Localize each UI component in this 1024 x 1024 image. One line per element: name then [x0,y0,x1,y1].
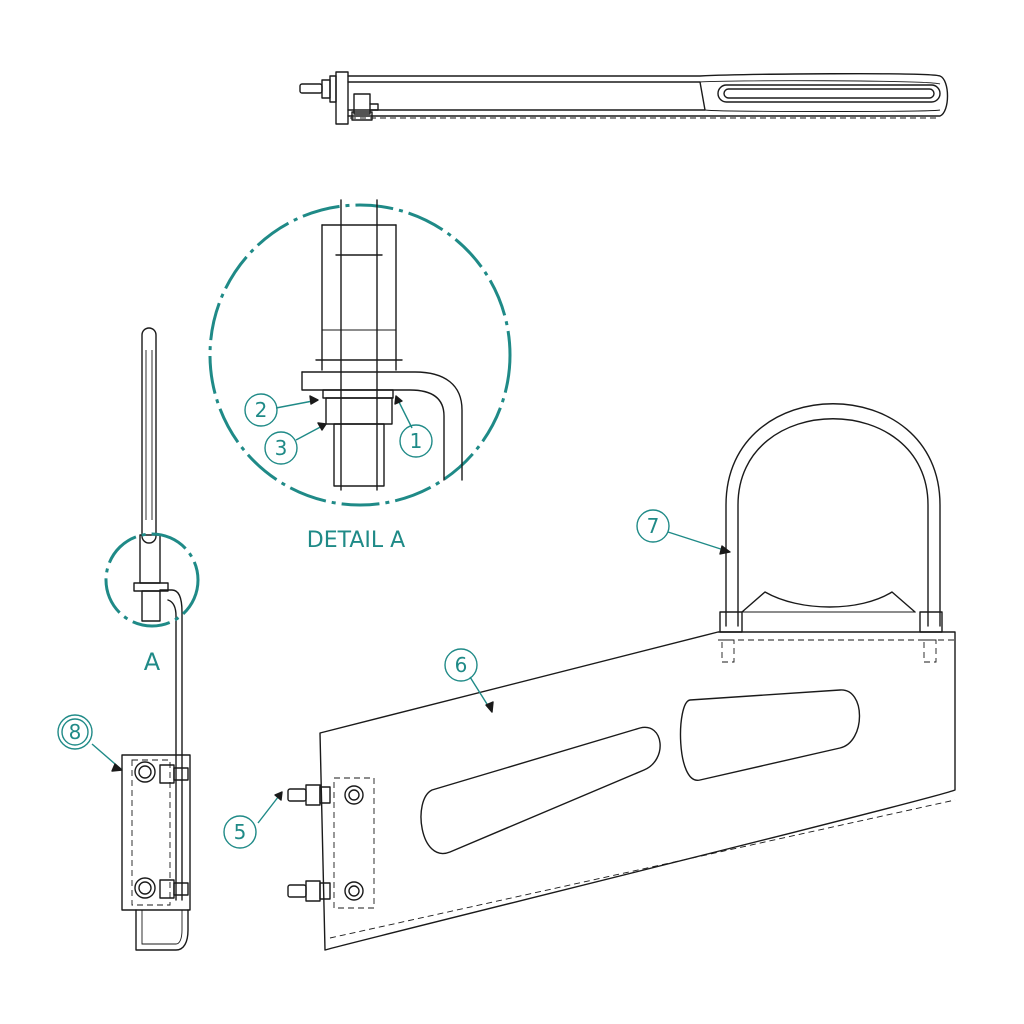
detail-a-boundary [208,203,512,507]
callout-5: 5 [223,815,257,849]
callout-8-label: 8 [69,720,82,744]
callout-2-label: 2 [255,398,268,422]
callout-1: 1 [399,424,433,458]
detail-a-view [208,199,512,507]
isometric-view [287,403,956,951]
callout-6: 6 [444,648,478,682]
callout-6-label: 6 [455,653,468,677]
callout-5-label: 5 [234,820,247,844]
callout-7-label: 7 [647,514,660,538]
detail-a-marker [104,532,200,628]
callout-1-label: 1 [410,429,423,453]
detail-a-reference: A [144,648,161,676]
leader-lines [91,395,731,824]
callout-3: 3 [264,431,298,465]
callout-7: 7 [636,509,670,543]
top-view [299,71,949,125]
detail-a-title: DETAIL A [307,528,405,553]
callout-8: 8 [57,714,93,750]
callout-3-label: 3 [275,436,288,460]
side-view [104,327,200,951]
callout-2: 2 [244,393,278,427]
